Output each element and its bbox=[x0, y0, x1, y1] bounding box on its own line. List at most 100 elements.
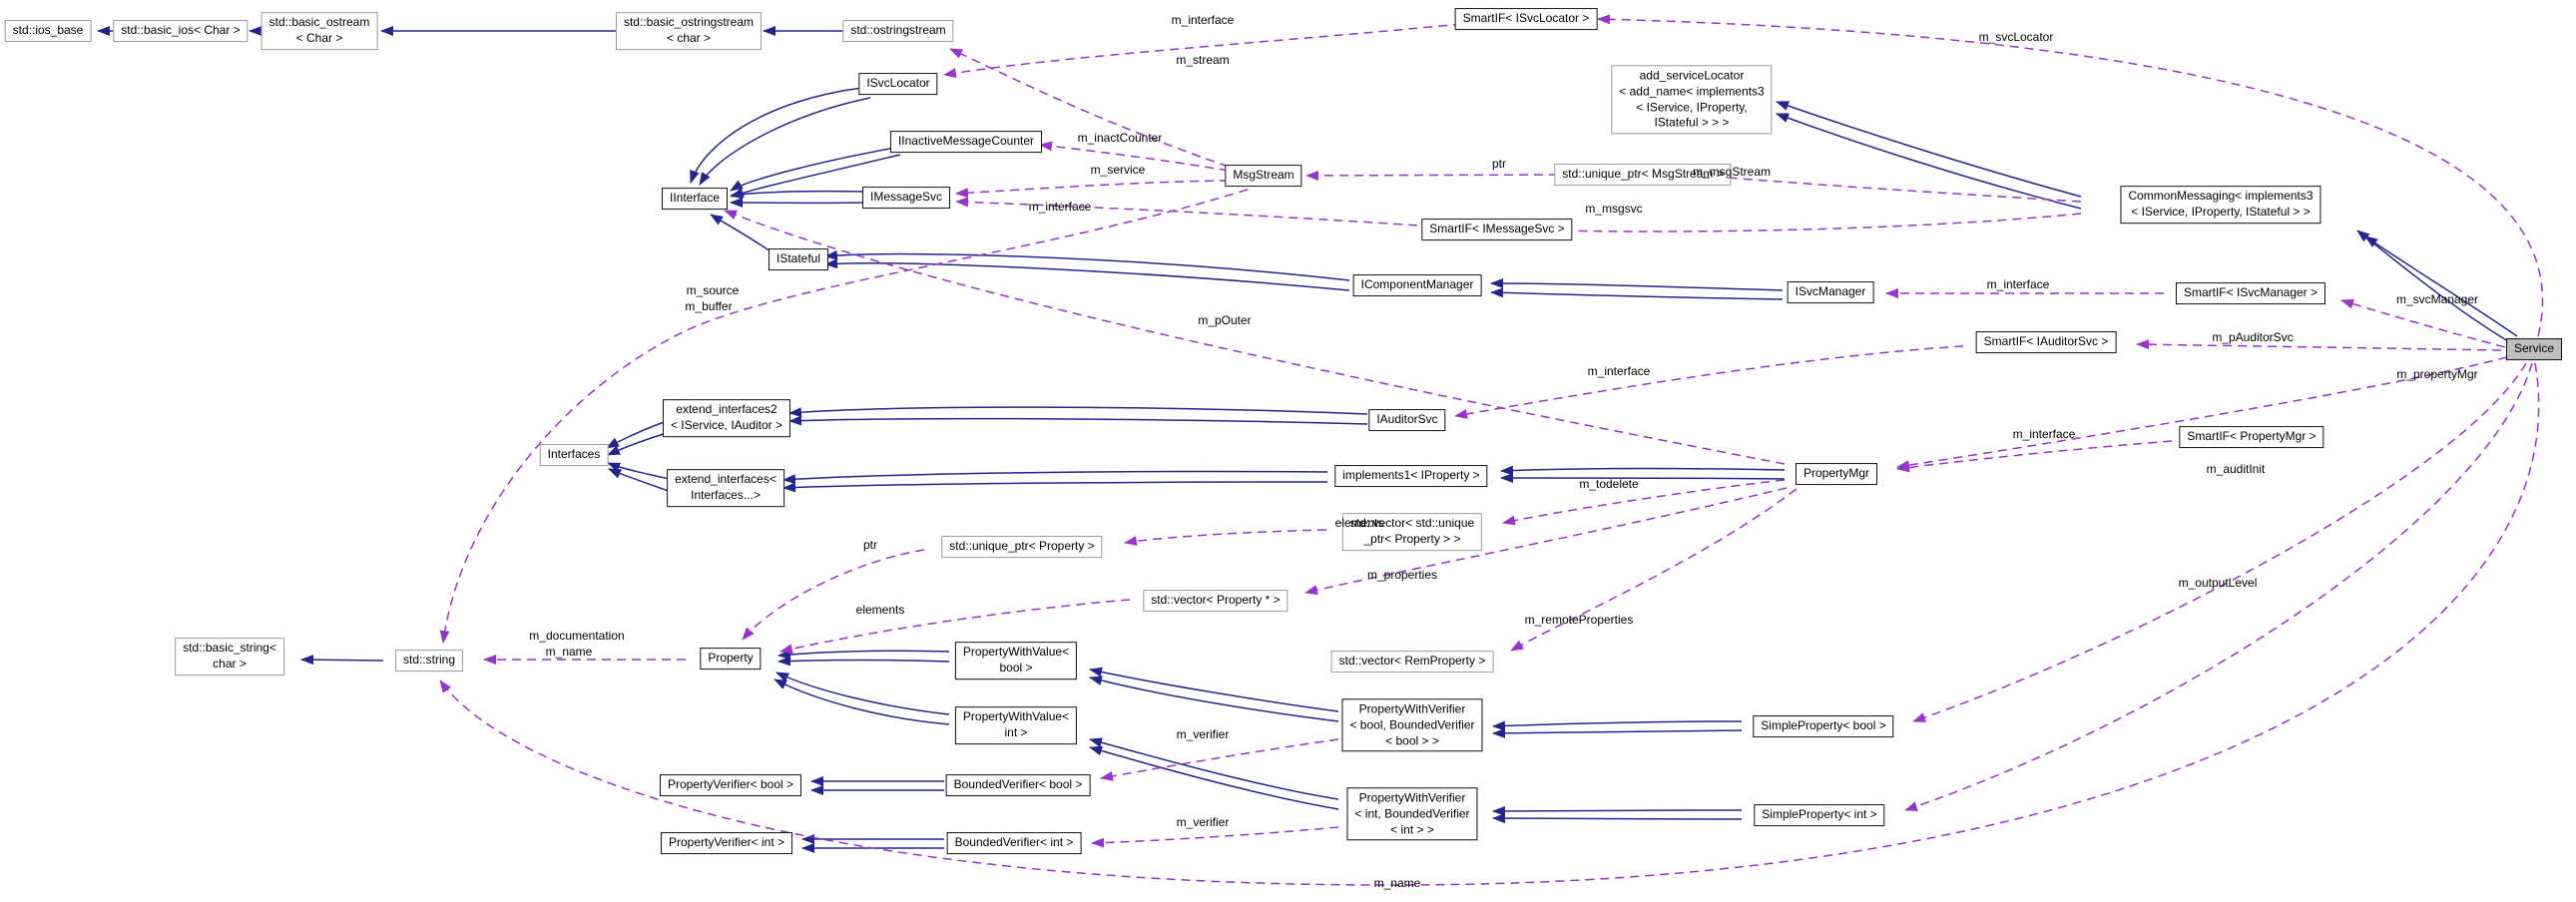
edge-label-m_outputLevel: m_outputLevel bbox=[2178, 576, 2258, 590]
node-label-line: < IService, IProperty, IStateful > > bbox=[2131, 205, 2311, 219]
node-simpleproperty-int[interactable]: SimpleProperty< int > bbox=[1754, 804, 1885, 826]
edge-label-m_verifier: m_verifier bbox=[1176, 727, 1230, 741]
node-commonmessaging[interactable]: CommonMessaging< implements3< IService, … bbox=[2120, 186, 2321, 224]
node-smartif-imessagesvc[interactable]: SmartIF< IMessageSvc > bbox=[1421, 219, 1573, 240]
node-label-line: PropertyWithValue< bbox=[962, 645, 1070, 660]
node-smartif-iauditorsvc[interactable]: SmartIF< IAuditorSvc > bbox=[1975, 331, 2117, 353]
node-add-servicelocator: add_serviceLocator< add_name< implements… bbox=[1611, 65, 1773, 135]
node-property[interactable]: Property bbox=[700, 648, 762, 670]
edge-label-m_svcManager: m_svcManager bbox=[2395, 292, 2479, 306]
node-isvcmanager[interactable]: ISvcManager bbox=[1787, 281, 1874, 303]
node-propertywithvalue-int[interactable]: PropertyWithValue<int > bbox=[954, 706, 1078, 744]
node-std-basic-ostream: std::basic_ostream< Char > bbox=[260, 12, 378, 50]
edge-label-m_stream: m_stream bbox=[1176, 53, 1230, 67]
node-label-line: SmartIF< IAuditorSvc > bbox=[1983, 334, 2109, 349]
edge-label-m_interface: m_interface bbox=[1028, 200, 1092, 214]
node-label-line: char > bbox=[213, 657, 247, 671]
node-iinactivemessagecounter[interactable]: IInactiveMessageCounter bbox=[889, 131, 1043, 153]
node-smartif-isvcmanager[interactable]: SmartIF< ISvcManager > bbox=[2175, 282, 2326, 304]
edge-label-m_interface: m_interface bbox=[1986, 277, 2050, 291]
edge-label-elements: elements bbox=[855, 603, 905, 617]
node-msgstream[interactable]: MsgStream bbox=[1225, 165, 1302, 187]
node-propertyverifier-int[interactable]: PropertyVerifier< int > bbox=[660, 832, 793, 854]
node-label-line: PropertyVerifier< int > bbox=[668, 835, 785, 850]
edge-label-m_remoteProperties: m_remoteProperties bbox=[1524, 613, 1634, 627]
edge-label-m_pAuditorSvc: m_pAuditorSvc bbox=[2212, 330, 2294, 344]
node-label-line: PropertyWithVerifier bbox=[1358, 790, 1466, 805]
node-label-line: < char > bbox=[666, 31, 712, 45]
node-label-line: IMessageSvc bbox=[869, 190, 943, 205]
node-label-line: ISvcLocator bbox=[866, 76, 930, 91]
node-smartif-isvclocator[interactable]: SmartIF< ISvcLocator > bbox=[1454, 8, 1598, 30]
node-label-line: int > bbox=[1004, 725, 1028, 739]
node-implements1-iproperty[interactable]: implements1< IProperty > bbox=[1334, 465, 1488, 487]
node-label-line: std::basic_ostream bbox=[268, 15, 370, 30]
node-label-line: < int, BoundedVerifier bbox=[1354, 806, 1470, 821]
node-label-line: implements1< IProperty > bbox=[1342, 468, 1480, 483]
node-label-line: < bool, BoundedVerifier bbox=[1349, 717, 1475, 732]
node-propertymgr[interactable]: PropertyMgr bbox=[1795, 463, 1878, 485]
node-std-vector-remproperty: std::vector< RemProperty > bbox=[1330, 651, 1494, 673]
edge-label-ptr: ptr bbox=[1491, 157, 1507, 171]
node-label-line: < bool > > bbox=[1385, 732, 1439, 747]
node-label-line: add_serviceLocator bbox=[1639, 68, 1745, 83]
node-label-line: < Char > bbox=[295, 31, 343, 45]
node-label-line: IStateful > > > bbox=[1654, 115, 1730, 130]
edge-label-m_documentation: m_documentation bbox=[529, 629, 625, 643]
node-propertywithverifier-bool[interactable]: PropertyWithVerifier< bool, BoundedVerif… bbox=[1341, 698, 1483, 752]
node-imessagesvc[interactable]: IMessageSvc bbox=[861, 187, 951, 209]
edge-label-ptr: ptr bbox=[862, 538, 878, 552]
edge-label-m_propertyMgr: m_propertyMgr bbox=[2396, 367, 2478, 381]
node-label-line: CommonMessaging< implements3 bbox=[2128, 189, 2314, 204]
node-boundedverifier-bool[interactable]: BoundedVerifier< bool > bbox=[945, 774, 1091, 796]
node-std-basic-ios: std::basic_ios< Char > bbox=[113, 20, 249, 42]
node-label-line: std::vector< RemProperty > bbox=[1338, 654, 1486, 669]
edge-label-m_interface: m_interface bbox=[1171, 13, 1235, 27]
edge-label-m_pOuter: m_pOuter bbox=[1198, 313, 1252, 327]
node-label-line: std::basic_ios< Char > bbox=[121, 23, 241, 38]
node-boundedverifier-int[interactable]: BoundedVerifier< int > bbox=[946, 832, 1082, 854]
node-simpleproperty-bool[interactable]: SimpleProperty< bool > bbox=[1753, 715, 1894, 737]
edge-label-m_source: m_source bbox=[686, 283, 740, 297]
node-label-line: extend_interfaces< bbox=[675, 472, 776, 487]
node-propertywithvalue-bool[interactable]: PropertyWithValue<bool > bbox=[954, 642, 1078, 679]
node-label-line: std::unique_ptr< Property > bbox=[949, 539, 1095, 554]
node-iinterface[interactable]: IInterface bbox=[661, 188, 729, 210]
node-label-line: std::basic_string< bbox=[183, 641, 276, 656]
node-std-basic-ostringstream: std::basic_ostringstream< char > bbox=[615, 12, 763, 50]
node-label-line: SimpleProperty< bool > bbox=[1761, 718, 1886, 733]
node-propertywithverifier-int[interactable]: PropertyWithVerifier< int, BoundedVerifi… bbox=[1346, 787, 1478, 841]
node-label-line: BoundedVerifier< int > bbox=[954, 835, 1074, 850]
node-std-string: std::string bbox=[394, 650, 464, 672]
node-isvclocator[interactable]: ISvcLocator bbox=[858, 73, 938, 95]
node-smartif-propertymgr[interactable]: SmartIF< PropertyMgr > bbox=[2179, 426, 2324, 448]
node-label-line: std::ostringstream bbox=[850, 23, 946, 38]
node-label-line: SmartIF< IMessageSvc > bbox=[1429, 222, 1565, 236]
edge-label-m_auditInit: m_auditInit bbox=[2206, 462, 2266, 476]
edge-label-m_interface: m_interface bbox=[2012, 427, 2076, 441]
edge-label-m_verifier: m_verifier bbox=[1176, 815, 1230, 829]
node-std-basic-string: std::basic_string<char > bbox=[175, 638, 284, 676]
node-extend-interfaces[interactable]: extend_interfaces<Interfaces...> bbox=[667, 469, 784, 507]
node-interfaces: Interfaces bbox=[539, 444, 609, 466]
node-std-ostringstream: std::ostringstream bbox=[842, 20, 954, 42]
node-label-line: PropertyVerifier< bool > bbox=[667, 777, 794, 792]
node-icomponentmanager[interactable]: IComponentManager bbox=[1352, 274, 1482, 296]
node-propertyverifier-bool[interactable]: PropertyVerifier< bool > bbox=[659, 774, 802, 796]
node-extend-interfaces2[interactable]: extend_interfaces2< IService, IAuditor > bbox=[662, 399, 791, 437]
node-label-line: < IService, IAuditor > bbox=[670, 418, 783, 432]
node-istateful[interactable]: IStateful bbox=[768, 248, 829, 270]
node-label-line: < add_name< implements3 bbox=[1619, 84, 1765, 99]
node-label-line: std::unique_ptr< MsgStream > bbox=[1562, 167, 1724, 182]
node-label-line: std::vector< Property * > bbox=[1151, 593, 1281, 608]
node-service[interactable]: Service bbox=[2505, 338, 2563, 360]
edge-label-m_inactCounter: m_inactCounter bbox=[1077, 131, 1163, 145]
node-label-line: extend_interfaces2 bbox=[676, 402, 777, 417]
node-label-line: BoundedVerifier< bool > bbox=[953, 777, 1083, 792]
node-iauditorsvc[interactable]: IAuditorSvc bbox=[1368, 409, 1446, 431]
node-label-line: std::string bbox=[402, 653, 456, 668]
node-label-line: SmartIF< PropertyMgr > bbox=[2187, 429, 2317, 444]
edge-label-m_properties: m_properties bbox=[1366, 568, 1438, 582]
